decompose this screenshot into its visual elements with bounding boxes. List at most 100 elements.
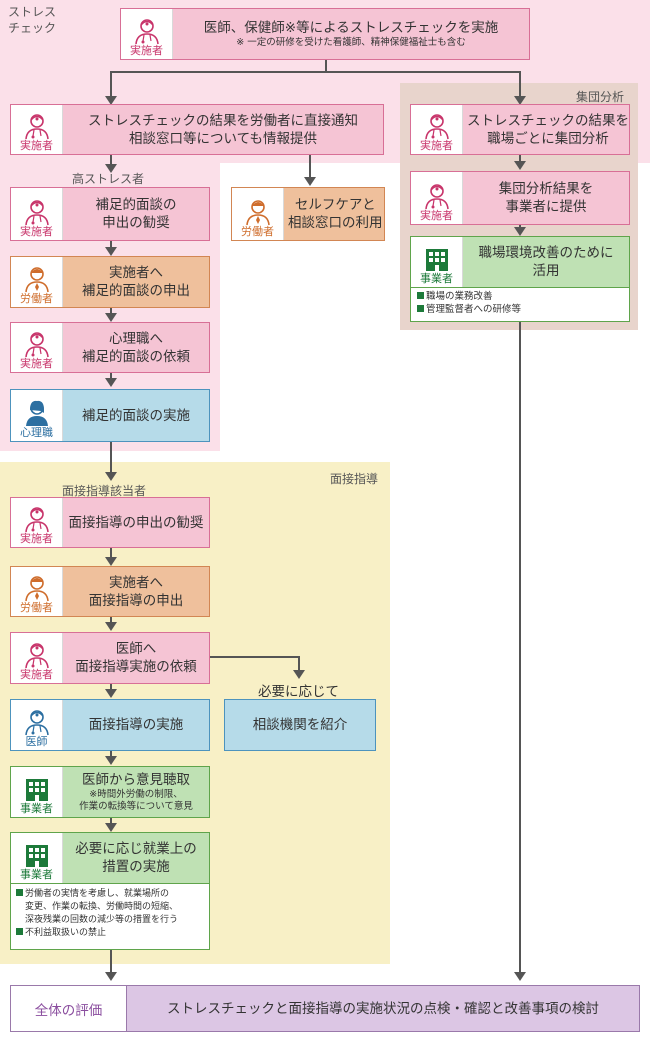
arrow-head — [514, 161, 526, 170]
arrow-head — [514, 96, 526, 105]
employer-icon-cell: 事業者 — [11, 833, 63, 883]
box-line: ストレスチェックの結果を — [467, 112, 629, 129]
building-icon — [25, 845, 48, 867]
box-line: 活用 — [532, 263, 560, 279]
box-line: 補足的面談の申出 — [82, 283, 190, 299]
implementer-icon-cell: 実施者 — [411, 172, 463, 224]
bullet-item: 不利益取扱いの禁止 — [16, 927, 204, 940]
box-line: 面接指導の申出 — [88, 592, 184, 609]
arrow-head — [105, 313, 117, 322]
connector — [110, 373, 112, 381]
box-line: 相談機関を紹介 — [252, 717, 348, 733]
implementer-icon — [424, 114, 449, 140]
connector — [110, 950, 112, 973]
doctor-label: 医師 — [25, 735, 48, 748]
as-needed-label: 必要に応じて — [258, 684, 339, 700]
implementer-icon — [24, 114, 49, 140]
box-line: 職場環境改善のために — [478, 245, 614, 261]
connector — [110, 71, 520, 73]
box-line: 面接指導の申出の勧奨 — [68, 514, 204, 531]
notify-workers-box: 実施者 ストレスチェックの結果を労働者に直接通知 相談窓口等についても情報提供 — [10, 104, 384, 155]
box-line: 補足的面談の依頼 — [82, 348, 190, 365]
arrow-head — [105, 689, 117, 698]
box-note: ※時間外労働の制限、 — [89, 789, 183, 800]
arrow-head — [105, 472, 117, 481]
bullet-item: 職場の業務改善 — [417, 291, 623, 304]
bullet-item: 労働者の実情を考慮し、就業場所の — [16, 888, 204, 901]
connector — [519, 155, 521, 164]
worker-icon-cell: 労働者 — [232, 188, 284, 240]
box-text: 面接指導の実施 — [63, 700, 209, 750]
implementer-icon — [24, 507, 49, 533]
connector — [325, 60, 327, 72]
box-line: 実施者へ — [109, 265, 163, 281]
connector — [110, 71, 112, 98]
implementer-icon — [24, 200, 49, 226]
box-line: ストレスチェックの結果を労働者に直接通知 — [88, 112, 358, 129]
hear-opinion-box: 事業者 医師から意見聴取 ※時間外労働の制限、 作業の転換等について意見 — [10, 766, 210, 818]
connector — [519, 322, 521, 973]
box-text: ストレスチェックの結果を 職場ごとに集団分析 — [463, 105, 633, 154]
implementer-icon-cell: 実施者 — [11, 105, 63, 154]
box-line: 必要に応じ就業上の — [75, 841, 197, 857]
box-line: 医師へ — [115, 641, 157, 657]
request-interview-box: 労働者 実施者へ 面接指導の申出 — [10, 566, 210, 617]
interview-target-label: 面接指導該当者 — [62, 484, 147, 498]
selfcare-box: 労働者 セルフケアと 相談窓口の利用 — [231, 187, 385, 241]
group-analysis-box: 実施者 ストレスチェックの結果を 職場ごとに集団分析 — [410, 104, 630, 155]
implementer-icon — [424, 184, 449, 210]
box-text: 医師、保健師※等によるストレスチェックを実施 ※ 一定の研修を受けた看護師、精神… — [173, 9, 529, 59]
box-line: 相談窓口の利用 — [288, 215, 383, 231]
psychologist-label: 心理職 — [20, 426, 53, 439]
arrow-head — [105, 96, 117, 105]
box-text: 集団分析結果を 事業者に提供 — [463, 172, 629, 224]
employer-icon-cell: 事業者 — [11, 767, 63, 817]
box-text: 必要に応じ就業上の 措置の実施 — [63, 833, 209, 883]
group-analysis-label: 集団分析 — [576, 90, 625, 104]
worker-label: 労働者 — [20, 292, 53, 305]
worker-icon-cell: 労働者 — [11, 567, 63, 616]
implementer-label: 実施者 — [20, 357, 53, 370]
overall-evaluation-label: 全体の評価 — [11, 986, 127, 1031]
building-icon — [25, 779, 48, 801]
arrow-head — [105, 823, 117, 832]
referral-box: 相談機関を紹介 — [224, 699, 376, 751]
implementer-icon — [24, 332, 49, 358]
box-line: 医師から意見聴取 — [82, 772, 190, 788]
workplace-bullets: 職場の業務改善 管理監督者への研修等 — [410, 288, 630, 322]
bullet-item: 管理監督者への研修等 — [417, 304, 623, 317]
box-text: 実施者へ 補足的面談の申出 — [63, 257, 209, 307]
box-text: 医師へ 面接指導実施の依頼 — [63, 633, 209, 683]
arrow-head — [105, 622, 117, 631]
worker-label: 労働者 — [241, 225, 274, 238]
request-supplementary-box: 労働者 実施者へ 補足的面談の申出 — [10, 256, 210, 308]
box-text: 医師から意見聴取 ※時間外労働の制限、 作業の転換等について意見 — [63, 767, 209, 817]
implementer-label: 実施者 — [420, 139, 453, 152]
employer-label: 事業者 — [20, 802, 53, 815]
connector — [210, 656, 300, 658]
employer-icon-cell: 事業者 — [411, 237, 463, 287]
box-line: 措置の実施 — [102, 859, 170, 875]
employer-label: 事業者 — [420, 272, 453, 285]
arrow-head — [105, 557, 117, 566]
arrow-head — [304, 177, 316, 186]
arrow-head — [514, 972, 526, 981]
implementer-icon-cell: 実施者 — [11, 498, 63, 547]
box-line: 医師、保健師※等によるストレスチェックを実施 — [203, 20, 499, 36]
implementer-icon-cell: 実施者 — [11, 633, 63, 683]
doctor-icon — [24, 710, 49, 736]
arrow-head — [105, 756, 117, 765]
overall-evaluation-box: 全体の評価 ストレスチェックと面接指導の実施状況の点検・確認と改善事項の検討 — [10, 985, 640, 1032]
connector — [298, 656, 300, 672]
bullet-item: 変更、作業の転換、労働時間の短縮、 — [25, 902, 179, 912]
high-stress-label: 高ストレス者 — [72, 172, 145, 186]
box-text: 補足的面談の実施 — [63, 390, 209, 441]
stress-check-label: ストレス チェック — [8, 5, 57, 35]
worker-icon — [24, 267, 49, 293]
connector — [110, 548, 112, 559]
implementer-label: 実施者 — [130, 44, 163, 57]
implementer-icon-cell: 実施者 — [11, 323, 63, 372]
connector — [309, 155, 311, 178]
workplace-improvement-box: 事業者 職場環境改善のために 活用 — [410, 236, 630, 288]
ask-psychologist-box: 実施者 心理職へ 補足的面談の依頼 — [10, 322, 210, 373]
